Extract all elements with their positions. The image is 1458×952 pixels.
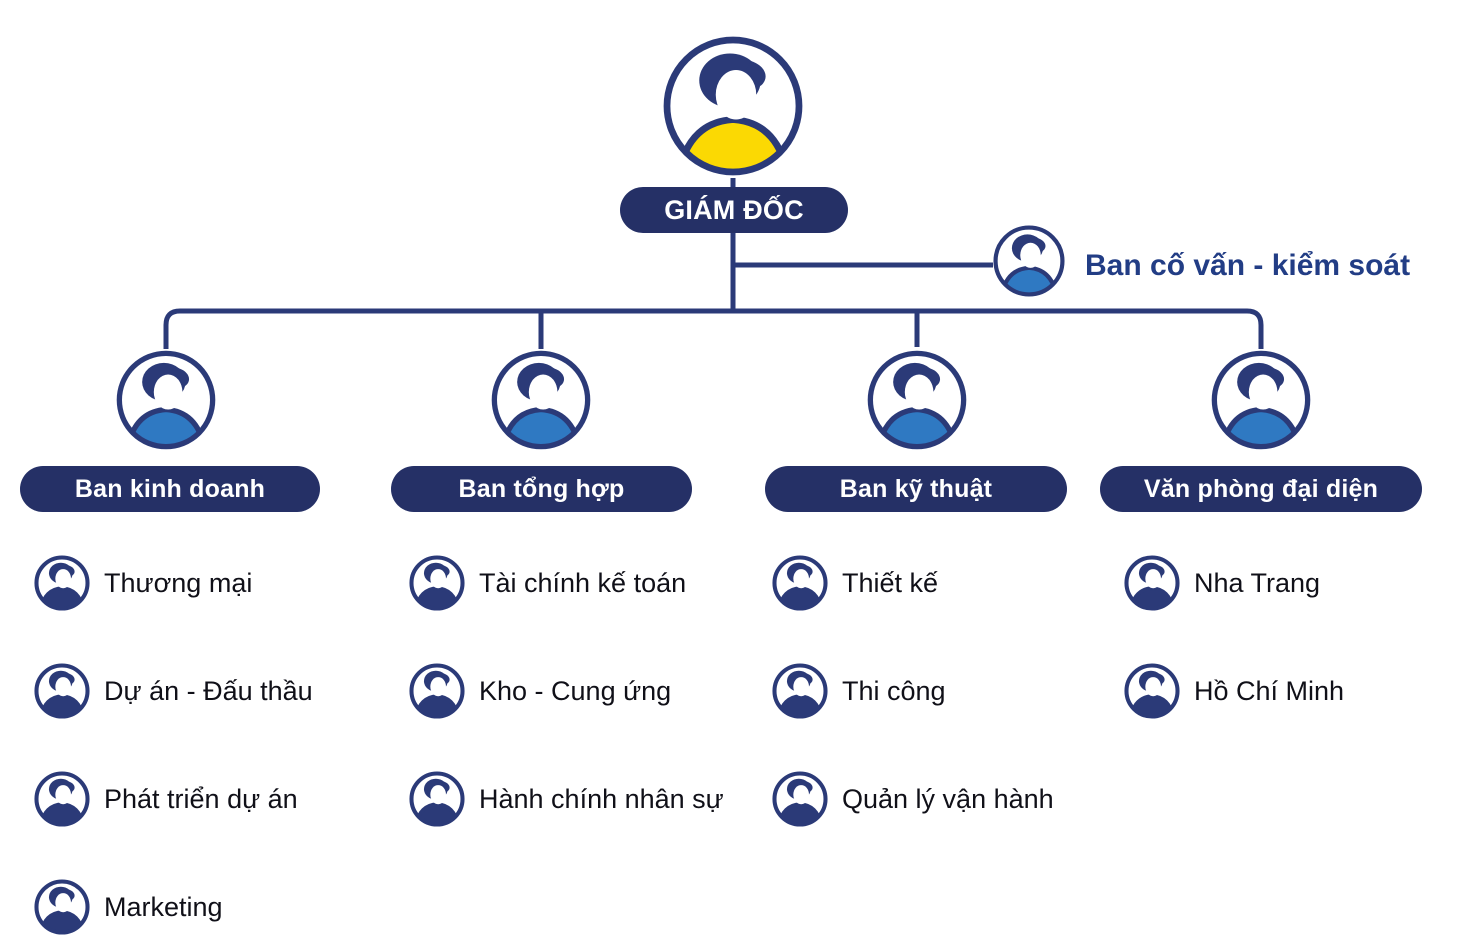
dept-2-avatar-icon <box>488 347 594 453</box>
unit-avatar-icon <box>1123 554 1181 612</box>
dept-1-avatar-icon <box>113 347 219 453</box>
unit-label: Marketing <box>104 891 223 922</box>
unit-avatar-icon <box>771 770 829 828</box>
unit-label: Dự án - Đấu thầu <box>104 675 313 706</box>
unit-avatar-icon <box>408 554 466 612</box>
unit-item: Kho - Cung ứng <box>408 662 724 720</box>
unit-avatar-icon <box>408 662 466 720</box>
director-avatar-icon <box>658 31 808 181</box>
unit-avatar-icon <box>33 662 91 720</box>
unit-item: Thương mại <box>33 554 313 612</box>
unit-label: Hành chính nhân sự <box>479 783 724 814</box>
dept-badge-tong-hop: Ban tổng hợp <box>391 466 692 512</box>
unit-column-van-phong: Nha Trang Hồ Chí Minh <box>1123 554 1344 720</box>
advisor-label: Ban cố vấn - kiểm soát <box>1085 249 1411 282</box>
unit-item: Thiết kế <box>771 554 1054 612</box>
unit-avatar-icon <box>408 770 466 828</box>
unit-item: Phát triển dự án <box>33 770 313 828</box>
dept-badge-ky-thuat: Ban kỹ thuật <box>765 466 1067 512</box>
unit-avatar-icon <box>33 878 91 936</box>
advisor-avatar-icon <box>991 223 1067 299</box>
dept-badge-van-phong: Văn phòng đại diện <box>1100 466 1422 512</box>
unit-item: Nha Trang <box>1123 554 1344 612</box>
unit-label: Phát triển dự án <box>104 783 298 814</box>
unit-column-ky-thuat: Thiết kế Thi công Quản lý vận hành <box>771 554 1054 828</box>
unit-avatar-icon <box>33 554 91 612</box>
unit-avatar-icon <box>33 770 91 828</box>
unit-label: Thi công <box>842 675 946 706</box>
unit-label: Thiết kế <box>842 567 939 598</box>
unit-label: Kho - Cung ứng <box>479 675 672 706</box>
dept-4-avatar-icon <box>1208 347 1314 453</box>
unit-avatar-icon <box>771 662 829 720</box>
unit-label: Nha Trang <box>1194 567 1321 598</box>
unit-avatar-icon <box>1123 662 1181 720</box>
unit-label: Thương mại <box>104 567 253 598</box>
unit-item: Hồ Chí Minh <box>1123 662 1344 720</box>
unit-avatar-icon <box>771 554 829 612</box>
dept-3-avatar-icon <box>864 347 970 453</box>
wire-department-rail <box>163 308 1264 349</box>
unit-item: Tài chính kế toán <box>408 554 724 612</box>
unit-item: Marketing <box>33 878 313 936</box>
unit-label: Hồ Chí Minh <box>1194 675 1345 706</box>
unit-item: Quản lý vận hành <box>771 770 1054 828</box>
unit-label: Quản lý vận hành <box>842 783 1054 814</box>
unit-item: Dự án - Đấu thầu <box>33 662 313 720</box>
dept-badge-kinh-doanh: Ban kinh doanh <box>20 466 320 512</box>
director-badge: GIÁM ĐỐC <box>620 187 848 233</box>
unit-column-tong-hop: Tài chính kế toán Kho - Cung ứng Hành ch… <box>408 554 724 828</box>
unit-label: Tài chính kế toán <box>479 567 687 598</box>
unit-item: Thi công <box>771 662 1054 720</box>
unit-item: Hành chính nhân sự <box>408 770 724 828</box>
unit-column-kinh-doanh: Thương mại Dự án - Đấu thầu Phát triển d… <box>33 554 313 936</box>
